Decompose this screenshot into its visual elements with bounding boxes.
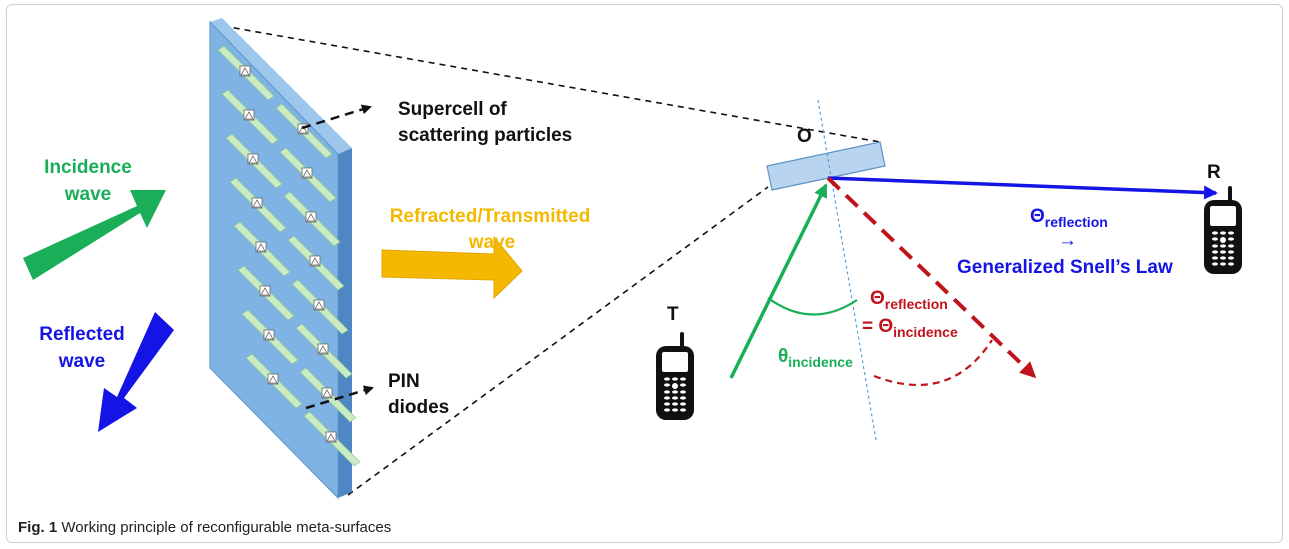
pin-diode-icon xyxy=(305,211,317,223)
theta-incidence-label: θincidence xyxy=(778,346,853,370)
snell-law-label: Generalized Snell’s Law xyxy=(957,257,1173,278)
pin-diode-symbol-icon xyxy=(298,125,308,134)
pin-diode-symbol-icon xyxy=(310,257,320,266)
pin-diode-icon xyxy=(297,123,309,135)
incidence-wave-arrow xyxy=(23,190,166,280)
reflected-wave-arrow xyxy=(98,312,174,432)
supercell-label-line2: scattering particles xyxy=(398,125,572,146)
red-equals-incidence-label: = Θincidence xyxy=(862,316,958,340)
caption-text: Working principle of reconfigurable meta… xyxy=(57,519,392,536)
figure-caption: Fig. 1 Working principle of reconfigurab… xyxy=(18,519,391,536)
pin-diode-icon xyxy=(259,285,271,297)
projection-line-top xyxy=(211,23,881,143)
pin-diode-icon xyxy=(251,197,263,209)
pin-diode-symbol-icon xyxy=(302,169,312,178)
pin-diode-icon xyxy=(247,153,259,165)
reflected-wave-label-line2: wave xyxy=(58,351,105,372)
pin-diode-icon xyxy=(239,65,251,77)
pin-diode-symbol-icon xyxy=(240,67,250,76)
figure-frame xyxy=(6,4,1283,543)
refracted-wave-label-line1: Refracted/Transmitted xyxy=(390,206,591,227)
reflection-angle-arc xyxy=(873,339,993,387)
receiver-phone-icon xyxy=(1204,186,1242,274)
pin-diode-icon xyxy=(267,373,279,385)
pin-diode-symbol-icon xyxy=(256,243,266,252)
refracted-wave-arrow xyxy=(381,235,523,300)
anomalous-reflection-ray xyxy=(827,176,1218,200)
pin-diode-symbol-icon xyxy=(248,155,258,164)
pin-diode-icon xyxy=(301,167,313,179)
pin-diode-symbol-icon xyxy=(326,433,336,442)
receiver-label: R xyxy=(1207,162,1221,183)
pin-diode-icon xyxy=(325,431,337,443)
specular-reflection-ray xyxy=(826,176,1037,379)
pin-diode-icon xyxy=(321,387,333,399)
red-theta-reflection-label: Θreflection xyxy=(870,288,948,312)
incident-ray xyxy=(729,183,828,379)
pin-diodes-label-line1: PIN xyxy=(388,371,420,392)
caption-prefix: Fig. 1 xyxy=(18,519,58,536)
reflected-wave-label-line1: Reflected xyxy=(39,324,125,345)
incidence-wave-label-line2: wave xyxy=(64,184,111,205)
pin-diodes-pointer-arrow xyxy=(305,385,374,410)
pin-diode-symbol-icon xyxy=(264,331,274,340)
pin-diode-symbol-icon xyxy=(306,213,316,222)
transmitter-phone-icon xyxy=(656,332,694,420)
surface-element xyxy=(766,141,886,191)
pin-diode-icon xyxy=(309,255,321,267)
pin-diode-symbol-icon xyxy=(318,345,328,354)
supercell-pointer-arrow xyxy=(301,104,372,130)
pin-diode-icon xyxy=(243,109,255,121)
pin-diode-symbol-icon xyxy=(268,375,278,384)
pin-diode-symbol-icon xyxy=(244,111,254,120)
incidence-angle-arc xyxy=(767,297,858,316)
projection-line-bottom xyxy=(347,186,769,496)
implies-arrow-glyph: → xyxy=(1058,230,1077,251)
pin-diode-symbol-icon xyxy=(314,301,324,310)
pin-diode-icon xyxy=(313,299,325,311)
panel-top-face xyxy=(210,18,352,154)
transmitter-label: T xyxy=(667,304,679,325)
point-o-label: O xyxy=(797,126,812,147)
pin-diode-icon xyxy=(255,241,267,253)
pin-diode-icon xyxy=(263,329,275,341)
supercell-label-line1: Supercell of xyxy=(398,99,507,120)
supercell-array xyxy=(217,45,361,467)
pin-diode-symbol-icon xyxy=(322,389,332,398)
pin-diode-symbol-icon xyxy=(252,199,262,208)
pin-diodes-label-line2: diodes xyxy=(388,397,449,418)
refracted-wave-label-line2: wave xyxy=(468,232,515,253)
theta-reflection-label: Θreflection xyxy=(1030,206,1108,230)
metasurface-panel xyxy=(209,18,361,500)
pin-diode-icon xyxy=(317,343,329,355)
incidence-wave-label-line1: Incidence xyxy=(44,157,132,178)
pin-diode-symbol-icon xyxy=(260,287,270,296)
